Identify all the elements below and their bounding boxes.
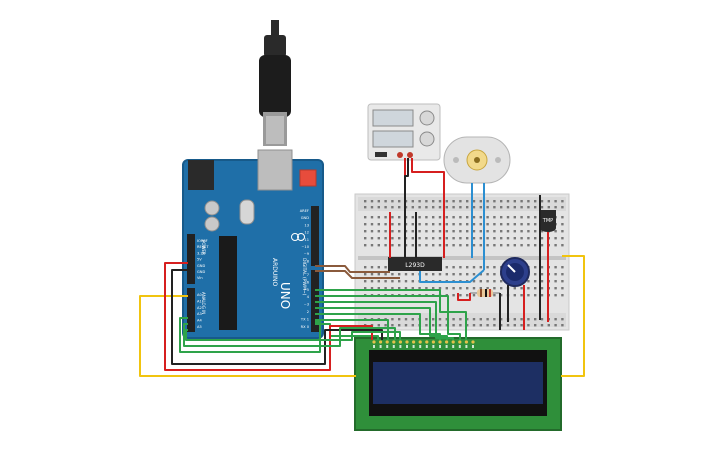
lcd-pins — [372, 340, 475, 348]
wire — [171, 269, 383, 365]
pin-label: A5 — [197, 325, 202, 329]
pin-label: GND — [197, 270, 205, 274]
digital-pin-labels-top: AREF GND 13 12 ~11 ~10 ~9 8 — [300, 209, 310, 263]
pin-label: ~10 — [301, 245, 309, 249]
lcd-display — [354, 337, 562, 431]
wire — [411, 158, 445, 258]
wires — [139, 158, 585, 377]
arduino-uno: ARDUINO UNO DIGITAL (PWM~) ANALOG IN POW… — [182, 149, 324, 339]
dc-motor — [443, 136, 511, 184]
pin-label: 7 — [307, 273, 309, 277]
pin-label: A1 — [197, 299, 202, 303]
wire — [561, 255, 585, 377]
wire — [315, 301, 454, 340]
pin-label: 2 — [307, 310, 309, 314]
wire — [164, 262, 373, 371]
pin-label: RX 0 — [301, 325, 310, 329]
pin-label: 12 — [304, 231, 309, 235]
wire — [315, 307, 448, 340]
wire — [315, 295, 461, 340]
wire — [179, 317, 321, 353]
analog-header-label: ANALOG IN — [201, 292, 206, 314]
temp-sensor-label: TMP — [542, 218, 553, 224]
pin-label: Vin — [197, 276, 203, 280]
pin-label: 5V — [197, 258, 202, 262]
pin-label: GND — [197, 264, 205, 268]
pin-label: TX 1 — [300, 317, 309, 321]
usb-cable — [259, 20, 291, 146]
wire — [315, 319, 389, 340]
resistor — [470, 289, 500, 297]
pin-label: ~11 — [301, 238, 309, 242]
pin-label: 4 — [307, 295, 310, 299]
wire — [419, 269, 485, 283]
wire — [457, 293, 471, 301]
wire — [183, 323, 396, 347]
pin-label: ~5 — [304, 288, 309, 292]
arduino-model-label: UNO — [278, 282, 292, 309]
breadboard — [354, 193, 570, 331]
potentiometer — [500, 257, 530, 287]
pin-label: 13 — [304, 223, 309, 227]
pin-label: ~9 — [304, 252, 310, 256]
driver-chip-label: L293D — [405, 262, 425, 269]
pin-label: 3.3V — [197, 251, 206, 255]
pin-label: ~3 — [304, 303, 309, 307]
driver-chip: L293D — [388, 257, 442, 271]
pin-label: GND — [301, 216, 309, 220]
pin-label: RESET — [197, 245, 209, 249]
arduino-brand-label: ARDUINO — [271, 258, 278, 287]
wire — [315, 313, 441, 340]
pin-label: ~6 — [304, 280, 310, 284]
power-supply — [367, 103, 441, 161]
wire — [404, 158, 409, 258]
pin-label: A0 — [197, 293, 202, 297]
pin-label: A2 — [197, 306, 202, 310]
pin-label: IOREF — [197, 239, 208, 243]
temp-sensor: TMP — [540, 210, 556, 232]
wire — [315, 265, 390, 273]
pin-label: A3 — [197, 312, 202, 316]
power-pin-labels: IOREF RESET 3.3V 5V GND GND Vin — [197, 239, 209, 280]
digital-header-label: DIGITAL (PWM~) — [301, 258, 307, 296]
pin-label: A4 — [197, 319, 202, 323]
digital-pin-labels-bottom: 7 ~6 ~5 4 ~3 2 TX 1 RX 0 — [300, 273, 310, 329]
pin-label: 8 — [307, 259, 310, 263]
wire — [315, 270, 400, 279]
pin-label: AREF — [300, 209, 309, 213]
wire — [185, 329, 401, 341]
power-header-label: POWER — [201, 240, 206, 255]
wire — [315, 289, 467, 340]
